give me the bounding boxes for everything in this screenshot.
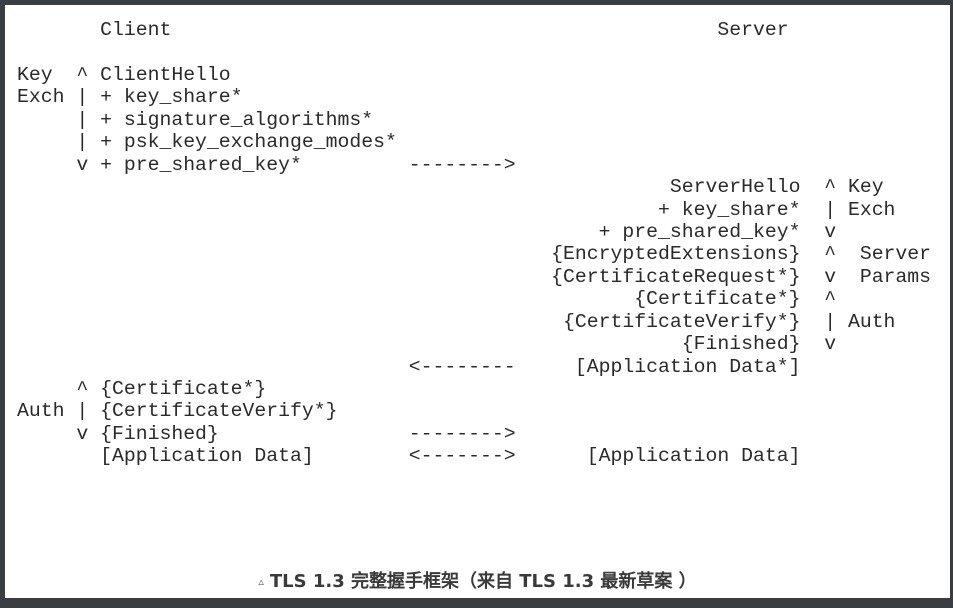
diagram-line-key-share: Exch | + key_share* bbox=[17, 86, 243, 109]
diagram-line-blank bbox=[17, 41, 931, 63]
diagram-line-server-finished: {Finished} v bbox=[17, 333, 837, 356]
diagram-line-server-psk: + pre_shared_key* v bbox=[17, 220, 837, 243]
diagram-header-client-server: Client Server bbox=[17, 19, 789, 41]
diagram-line-server-certificate: {Certificate*} ^ bbox=[17, 288, 837, 311]
diagram-line-server-certificate-verify: {CertificateVerify*} | Auth bbox=[17, 310, 896, 333]
diagram-line-server-hello: ServerHello ^ Key bbox=[17, 176, 884, 199]
diagram-line-client-finished: v {Finished} --------> bbox=[17, 422, 516, 445]
diagram-line-pre-shared-key: v + pre_shared_key* --------> bbox=[17, 153, 516, 176]
diagram-line-server-key-share: + key_share* | Exch bbox=[17, 198, 896, 221]
caption-text: TLS 1.3 完整握手框架（来自 TLS 1.3 最新草案 ） bbox=[269, 571, 697, 592]
diagram-line-psk-modes: | + psk_key_exchange_modes* bbox=[17, 131, 397, 154]
triangle-icon: ▵ bbox=[258, 575, 264, 588]
diagram-line-server-app-data: <-------- [Application Data*] bbox=[17, 355, 801, 378]
diagram-line-certificate-request: {CertificateRequest*} v Params bbox=[17, 265, 932, 288]
diagram-line-client-certificate: ^ {Certificate*} bbox=[17, 378, 267, 400]
diagram-line-signature-algorithms: | + signature_algorithms* bbox=[17, 108, 374, 131]
diagram-line-encrypted-extensions: {EncryptedExtensions} ^ Server bbox=[17, 243, 932, 266]
diagram-line-application-data: [Application Data] <-------> [Applicatio… bbox=[17, 445, 801, 468]
figure-caption: ▵ TLS 1.3 完整握手框架（来自 TLS 1.3 最新草案 ） bbox=[5, 567, 950, 593]
diagram-line-client-certificate-verify: Auth | {CertificateVerify*} bbox=[17, 400, 338, 423]
diagram-line-client-hello: Key ^ ClientHello bbox=[17, 63, 231, 86]
